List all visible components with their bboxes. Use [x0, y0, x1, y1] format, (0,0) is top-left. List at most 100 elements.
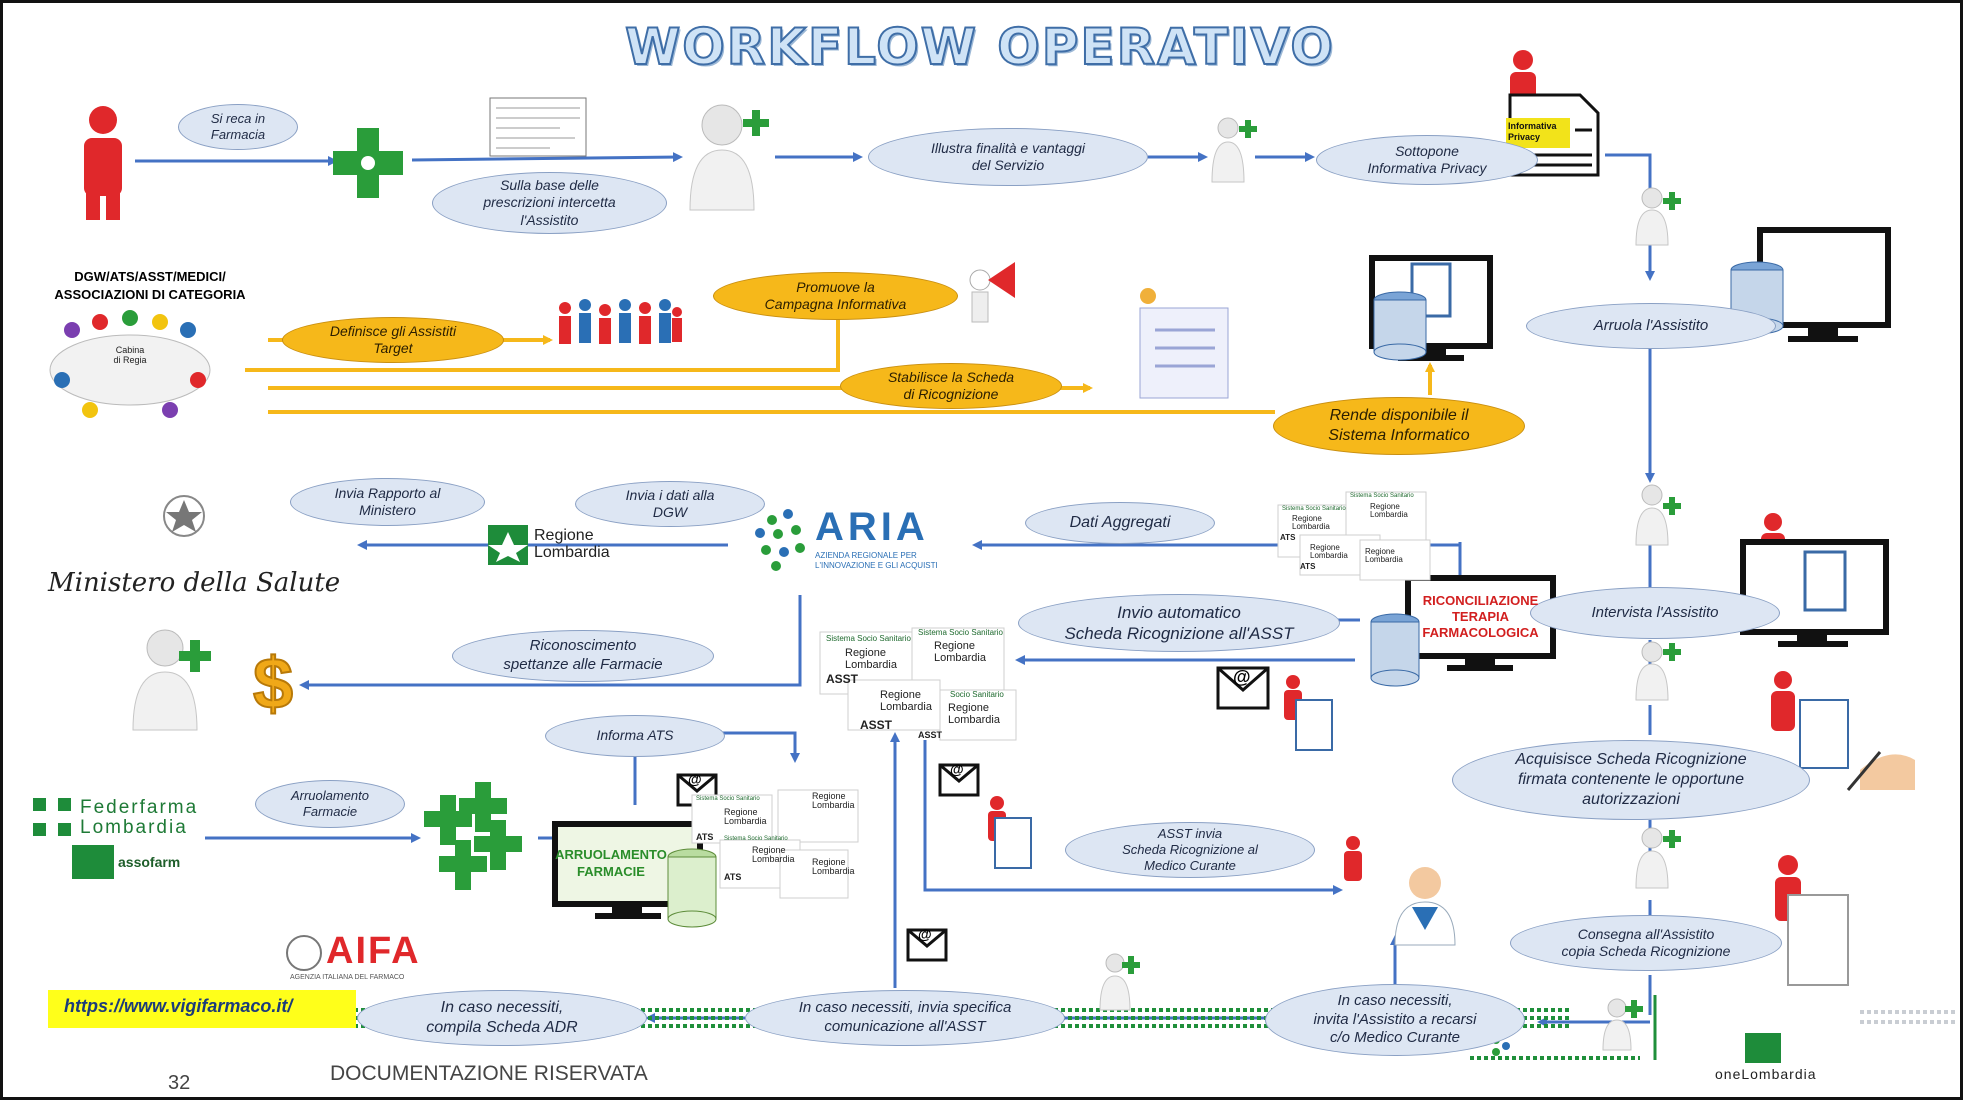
ats-lower-region-2: Regione Lombardia [812, 791, 855, 811]
ats-lower-caption-2: Sistema Socio Sanitario [724, 836, 788, 842]
ministero-emblem-icon [163, 495, 205, 537]
pharmacy-cross-icon-group [424, 782, 522, 890]
oval-sottopone: Sottopone Informativa Privacy [1316, 135, 1538, 185]
gold-to-promuove [245, 297, 843, 372]
connector-privacy-down [1605, 153, 1652, 190]
aria-wordmark: ARIA [815, 505, 929, 549]
arrow-asst-to-doctor [923, 740, 1343, 895]
aifa-emblem-icon [286, 935, 322, 971]
at-symbol-icon-4: @ [918, 926, 932, 942]
asst-card-tag-3: ASST [918, 730, 943, 740]
oval-si-reca: Si reca in Farmacia [178, 104, 298, 150]
clipboard-icon-3 [1799, 699, 1849, 769]
pharmacist-icon-chain-4 [1635, 827, 1681, 889]
asst-card-tag-1: ASST [826, 672, 859, 686]
onelombardia-label: oneLombardia [1715, 1066, 1817, 1082]
pharmacist-icon-chain-2 [1635, 484, 1681, 546]
asst-card-tag-2: ASST [860, 718, 893, 732]
at-symbol-icon-3: @ [688, 771, 702, 787]
ministero-label: Ministero della Salute [48, 568, 341, 598]
onelombardia-logo-icon [1745, 1033, 1781, 1063]
email-icon-1 [1216, 666, 1270, 710]
pharmacist-icon-chain-1 [1635, 187, 1681, 246]
prescription-icon [489, 97, 587, 157]
stakeholder-label: DGW/ATS/ASST/MEDICI/ ASSOCIAZIONI DI CAT… [45, 268, 255, 303]
dollar-icon: $ [252, 643, 294, 725]
asst-cards-icon [819, 627, 1017, 741]
pharmacy-cross-icon-main [333, 128, 403, 198]
ats-card-tag-2: ATS [1300, 562, 1316, 571]
oval-sulla-base: Sulla base delle prescrizioni intercetta… [432, 172, 667, 234]
checklist-illustration-icon [1139, 288, 1229, 399]
oval-consegna: Consegna all'Assistito copia Scheda Rico… [1510, 915, 1782, 971]
page-title: WORKFLOW OPERATIVO [624, 17, 1335, 77]
regione-lombardia-logo-icon [488, 525, 528, 565]
oval-definisce: Definisce gli Assistiti Target [282, 317, 504, 363]
asst-card-caption-1: Sistema Socio Sanitario [826, 634, 911, 643]
federfarma-label: Federfarma Lombardia [80, 797, 199, 838]
asst-card-region-3: Regione Lombardia [880, 689, 932, 713]
database-icon-1 [1373, 291, 1427, 361]
assofarm-logo-icon [72, 845, 114, 879]
asst-card-caption-2: Sistema Socio Sanitario [918, 628, 1003, 637]
clipboard-icon-1 [1295, 699, 1333, 751]
aifa-subtitle: AGENZIA ITALIANA DEL FARMACO [290, 974, 405, 981]
vigifarmaco-link[interactable]: https://www.vigifarmaco.it/ [64, 996, 293, 1016]
assofarm-label: assofarm [118, 854, 181, 870]
pharmacist-icon-bottom [1099, 953, 1140, 1011]
oval-intervista: Intervista l'Assistito [1530, 587, 1780, 639]
ats-card-region-1: Regione Lombardia [1292, 514, 1330, 532]
ats-lower-region-4: Regione Lombardia [812, 857, 855, 877]
oval-arruolamento: Arruolamento Farmacie [255, 780, 405, 828]
asst-card-region-2: Regione Lombardia [934, 640, 986, 664]
crowd-icon [559, 299, 682, 344]
federfarma-logo-icon [33, 798, 71, 836]
oval-invio-automatico: Invio automatico Scheda Ricognizione all… [1018, 594, 1340, 652]
oval-invia-rapporto: Invia Rapporto al Ministero [290, 478, 485, 526]
oval-compila-adr: In caso necessiti, compila Scheda ADR [357, 990, 647, 1046]
aifa-wordmark: AIFA [326, 930, 421, 972]
page-number: 32 [168, 1072, 191, 1094]
aria-subtitle: AZIENDA REGIONALE PER L'INNOVAZIONE E GL… [815, 551, 938, 570]
database-icon-4 [667, 848, 717, 928]
ats-lower-region-1: Regione Lombardia [724, 807, 767, 827]
ats-card-caption-2: Sistema Socio Sanitario [1350, 493, 1414, 499]
arrow-to-riconoscimento [299, 595, 802, 690]
signing-hand-icon [1846, 751, 1915, 791]
pharmacist-icon-main [689, 104, 769, 211]
informativa-privacy-label: Informativa Privacy [1508, 121, 1557, 142]
stakeholder-line1: DGW/ATS/ASST/MEDICI/ [74, 269, 226, 284]
database-icon-3 [1370, 613, 1420, 687]
asst-card-caption-3: Socio Sanitario [950, 690, 1004, 699]
oval-informa-ats: Informa ATS [545, 715, 725, 757]
ats-card-caption-1: Sistema Socio Sanitario [1282, 506, 1346, 512]
svg-text:$: $ [253, 644, 293, 724]
person-icon-acquisisce [1771, 671, 1795, 731]
oval-dati-aggregati: Dati Aggregati [1025, 502, 1215, 544]
ats-card-region-3: Regione Lombardia [1310, 543, 1348, 561]
arrow-to-pharmacist [411, 152, 683, 163]
ats-lower-tag-1: ATS [696, 832, 714, 842]
ats-lower-region-3: Regione Lombardia [752, 845, 795, 865]
arruolamento-farmacie-label: ARRUOLAMENTO FARMACIE [555, 847, 667, 879]
oval-invia-specifica: In caso necessiti, invia specifica comun… [745, 990, 1065, 1046]
at-symbol-icon-1: @ [1233, 667, 1251, 687]
regione-lombardia-label: Regione Lombardia [534, 527, 610, 561]
doctor-icon [1394, 867, 1456, 946]
documentazione-riservata: DOCUMENTAZIONE RISERVATA [330, 1062, 648, 1085]
ats-lower-tag-2: ATS [724, 872, 742, 882]
oval-acquisisce: Acquisisce Scheda Ricognizione firmata c… [1452, 740, 1810, 820]
oval-stabilisce: Stabilisce la Scheda di Ricognizione [840, 363, 1062, 409]
ats-lower-caption-1: Sistema Socio Sanitario [696, 796, 760, 802]
asst-card-region-4: Regione Lombardia [948, 702, 1000, 726]
ats-card-tag-1: ATS [1280, 533, 1296, 542]
monitor-icon-intervista [1740, 539, 1889, 647]
pharmacist-icon-chain-5 [1602, 998, 1643, 1051]
oval-rende: Rende disponibile il Sistema Informatico [1273, 397, 1525, 455]
email-icon-2 [938, 763, 980, 797]
clipboard-icon-4 [1787, 894, 1849, 986]
megaphone-icon [969, 262, 1015, 323]
pharmacist-icon-payment [132, 629, 211, 731]
pharmacist-icon-small-1 [1211, 117, 1257, 183]
